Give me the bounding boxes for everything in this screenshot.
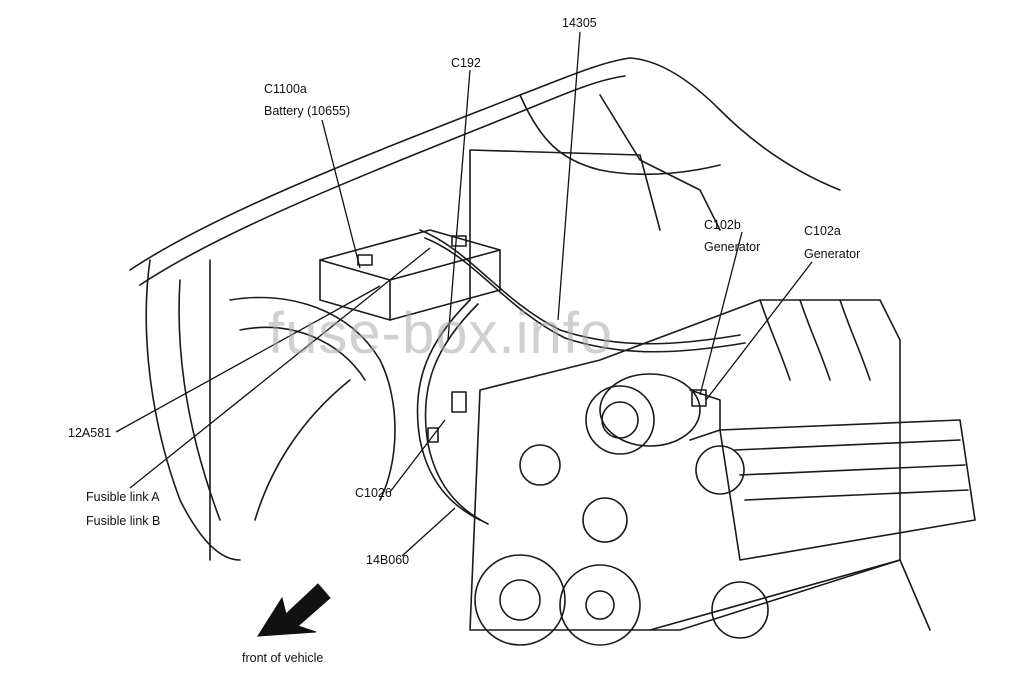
battery [319, 229, 501, 321]
label-fusible-link-b: Fusible link B [86, 514, 161, 528]
label-battery: Battery (10655) [264, 104, 351, 118]
label-c102b-generator: Generator [704, 240, 761, 254]
label-c192: C192 [451, 56, 481, 70]
leader-c1100a [321, 119, 361, 269]
front-arrow-icon [257, 583, 331, 637]
leader-fusible-link [129, 247, 431, 489]
leader-12a581 [115, 285, 381, 433]
leader-lines [115, 31, 813, 557]
label-14305: 14305 [562, 16, 597, 30]
hood-outline [129, 57, 841, 301]
fender-wheelhouse [145, 259, 396, 561]
generator [599, 373, 721, 447]
leader-14b060 [401, 507, 456, 557]
label-fusible-link-a: Fusible link A [86, 490, 160, 504]
wiring-harness-14305 [419, 229, 746, 353]
leader-c102a [705, 261, 813, 401]
label-c102a: C102a [804, 224, 841, 238]
label-12a581: 12A581 [68, 426, 112, 440]
engine [469, 299, 976, 646]
leader-c1026 [389, 419, 446, 493]
leader-c102b [699, 231, 743, 396]
label-c102b: C102b [704, 218, 741, 232]
label-c102a-generator: Generator [804, 247, 861, 261]
label-14b060: 14B060 [366, 553, 410, 567]
leader-c192 [447, 69, 471, 341]
wiring-harness-14b060 [416, 299, 489, 525]
label-c1026: C1026 [355, 486, 392, 500]
leader-14305 [557, 31, 581, 321]
label-front-of-vehicle: front of vehicle [242, 651, 324, 665]
label-c1100a: C1100a [264, 82, 307, 96]
